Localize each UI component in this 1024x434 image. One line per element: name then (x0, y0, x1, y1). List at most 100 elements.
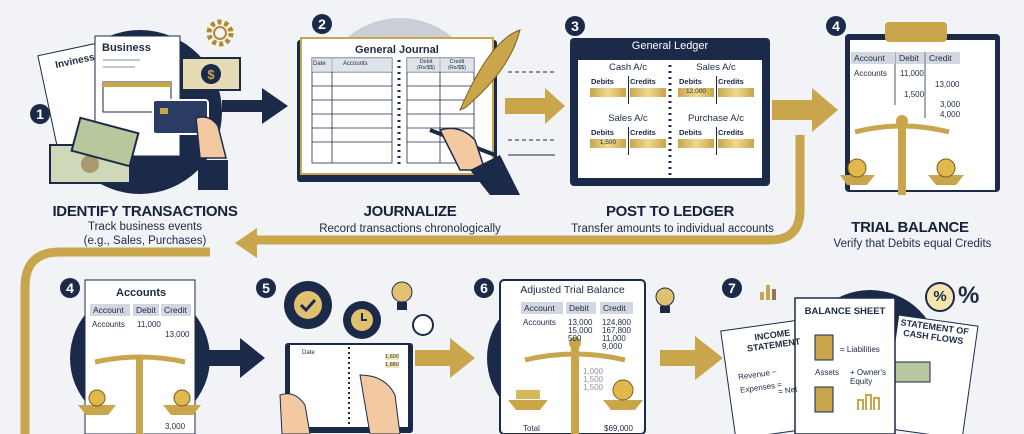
tb-col-credit: Credit (926, 52, 960, 64)
ledger-credit-value (630, 139, 666, 148)
adj-debit: 13,000 (568, 318, 593, 327)
step4-title: TRIAL BALANCE (851, 219, 969, 236)
step2-title: JOURNALIZE (363, 203, 457, 220)
t-account-divider (716, 127, 717, 155)
balance-scale-icon (840, 115, 964, 195)
gear-icon (206, 19, 234, 47)
step-badge-1: 1 (30, 104, 50, 124)
step-badge-2: 2 (312, 14, 332, 34)
tb-credit: 4,000 (940, 110, 961, 119)
step1-subtitle-line2: (e.g., Sales, Purchases) (83, 235, 207, 247)
balance-sheet-doc (794, 297, 896, 434)
tb-credit: 3,000 (940, 100, 961, 109)
acc-col-account: Account (90, 304, 130, 316)
tb-credit: 13,000 (935, 80, 960, 89)
balance-scale-icon (508, 337, 643, 434)
arrow-to-adjusted (415, 338, 475, 378)
svg-text:$: $ (207, 67, 215, 82)
ledger-debit-label: Debits (679, 77, 702, 86)
journal-col-date: Date (313, 61, 326, 67)
ledger-credit-label: Credits (630, 128, 656, 137)
ledger-debit-value: 1,500 (590, 139, 626, 148)
step-badge-3: 3 (565, 16, 585, 36)
arrow-to-adjust (200, 338, 265, 378)
banknote-icon: $ (49, 57, 241, 184)
percent-icon: % (925, 282, 955, 312)
step1-subtitle-line1: Track business events (88, 221, 202, 233)
balance-assets: Assets (815, 368, 840, 377)
step3-title: POST TO LEDGER (605, 203, 735, 220)
step-badge-7: 7 (722, 278, 742, 298)
acc-bottom-value: 3,000 (165, 422, 186, 431)
balance-sheet-heading: BALANCE SHEET (804, 306, 886, 317)
return-loop (250, 135, 805, 245)
quill-icon (459, 29, 521, 111)
adjust-book-date: Date (302, 350, 315, 356)
adj-debit: 15,000 (568, 326, 593, 335)
adjust-value: 1,600 (385, 354, 399, 360)
ledger-debit-label: Debits (591, 77, 614, 86)
adj-debit: 500 (568, 334, 582, 343)
ledger-credit-label: Credits (718, 77, 744, 86)
ledger-debit-value: 12,000 (678, 88, 714, 97)
t-account-divider (628, 76, 629, 104)
step-badge-6: 6 (474, 278, 494, 298)
ledger-debit-value (678, 139, 714, 148)
tb-col-debit: Debit (896, 52, 924, 64)
gear-clock-icon (343, 301, 381, 339)
accounts-heading: Accounts (116, 287, 167, 299)
adj-col-credit: Credit (600, 302, 633, 314)
step-badge-5: 5 (256, 278, 276, 298)
credit-card-icon (152, 99, 228, 190)
adjust-value: 1,880 (385, 362, 399, 368)
balance-liabilities: = Liabilities (840, 345, 880, 354)
ledger-credit-value (718, 88, 754, 97)
arrow-to-journal (222, 88, 288, 124)
adj-credit: 124,800 (602, 318, 631, 327)
ledger-debit-value (590, 88, 626, 97)
gear-check-icon (284, 281, 332, 329)
adj-credit: 11,000 (602, 334, 626, 343)
journal-col-accounts: Accounts (343, 61, 368, 67)
lightbulb-icon (655, 287, 675, 313)
lightbulb-icon (391, 281, 413, 310)
adj-total: $69,000 (604, 424, 633, 433)
tb-row-label: Accounts (854, 69, 887, 78)
adj-col-account: Account (521, 302, 563, 314)
ledger-credit-value (718, 139, 754, 148)
ledger-account-name: Sales A/c (608, 113, 648, 124)
tb-debit: 1,500 (904, 90, 925, 99)
step4-subtitle: Verify that Debits equal Credits (833, 238, 992, 250)
t-account-divider (716, 76, 717, 104)
ledger-credit-label: Credits (630, 77, 656, 86)
step-badge-4-bottom: 4 (60, 278, 80, 298)
arrow-to-ledger (505, 71, 565, 156)
journal-col-credit: Credit (Rs/$$) (447, 59, 467, 71)
ledger-debit-label: Debits (679, 128, 702, 137)
adj-credit: 9,000 (602, 342, 623, 351)
percent-symbol: % (958, 282, 980, 309)
acc-col-debit: Debit (133, 304, 159, 316)
adj-credit: 167,800 (602, 326, 631, 335)
ledger-credit-value (630, 88, 666, 97)
clipboard (845, 22, 1000, 192)
ledger-account-name: Sales A/c (696, 62, 736, 73)
tb-debit: 11,000 (900, 69, 924, 78)
cash-flow-doc (882, 314, 979, 434)
adj-lower-debit: 1,500 (583, 383, 604, 392)
bar-chart-icon (760, 285, 776, 300)
acc-credit: 13,000 (165, 330, 190, 339)
ledger-account-name: Purchase A/c (688, 113, 744, 124)
loop-arrowhead (235, 228, 257, 258)
acc-row-label: Accounts (92, 320, 125, 329)
arrow-to-statements (660, 336, 723, 380)
ledger-heading: General Ledger (631, 40, 709, 52)
tb-col-account: Account (851, 52, 895, 64)
adj-total-label: Total (523, 424, 540, 433)
ledger-debit-label: Debits (591, 128, 614, 137)
business-doc-label: Business (102, 42, 151, 54)
pen-hand-icon (429, 127, 520, 195)
acc-col-credit: Credit (161, 304, 191, 316)
journal-book (297, 37, 497, 182)
